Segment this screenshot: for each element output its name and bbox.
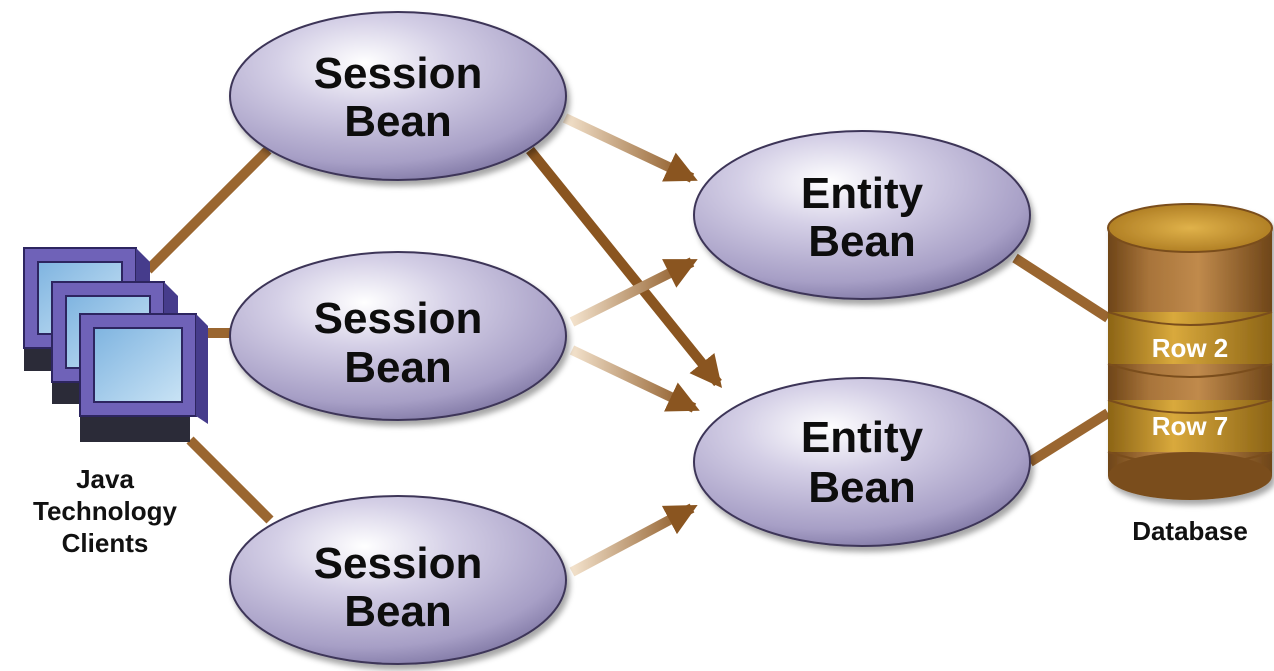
session-bean-3: Session Bean (229, 495, 567, 665)
session-bean-2-line2: Bean (344, 343, 452, 392)
entity-bean-1: Entity Bean (693, 130, 1031, 300)
database-row-1: Row 2 (1152, 333, 1229, 363)
entity-bean-2-line1: Entity (801, 413, 924, 462)
session-bean-1: Session Bean (229, 11, 567, 181)
database-label: Database (1132, 516, 1248, 546)
clients-label-line1: Java (76, 464, 134, 494)
database-cylinder-icon: Row 2 Row 7 (1107, 203, 1273, 500)
session-bean-3-line1: Session (314, 539, 483, 588)
session-bean-1-line2: Bean (344, 97, 452, 146)
session-bean-3-line2: Bean (344, 587, 452, 636)
clients-label: Java Technology Clients (33, 464, 178, 558)
connector-entity2-database (1027, 408, 1111, 467)
arrow-session3-entity2 (569, 503, 698, 577)
arrow-session1-entity2 (526, 146, 723, 388)
monitor-front-icon (79, 313, 208, 442)
entity-bean-1-line1: Entity (801, 169, 924, 218)
session-bean-2-line1: Session (314, 294, 483, 343)
arrow-session2-entity2 (569, 345, 700, 413)
connector-entity1-database (1012, 253, 1111, 323)
session-entity-arrows (526, 113, 723, 577)
clients-computer-icon (23, 247, 208, 442)
connector-client-session-3 (186, 436, 274, 524)
session-bean-2: Session Bean (229, 251, 567, 421)
database-connectors (1012, 253, 1111, 467)
entity-bean-1-line2: Bean (808, 217, 916, 266)
entity-bean-2-line2: Bean (808, 463, 916, 512)
arrow-session1-entity1 (562, 113, 698, 183)
session-bean-1-line1: Session (314, 49, 483, 98)
entity-bean-2: Entity Bean (693, 377, 1031, 547)
arrow-session2-entity1 (569, 257, 698, 327)
database-row-2: Row 7 (1152, 411, 1229, 441)
clients-label-line2: Technology (33, 496, 178, 526)
connector-client-session-1 (144, 146, 272, 274)
clients-label-line3: Clients (62, 528, 149, 558)
